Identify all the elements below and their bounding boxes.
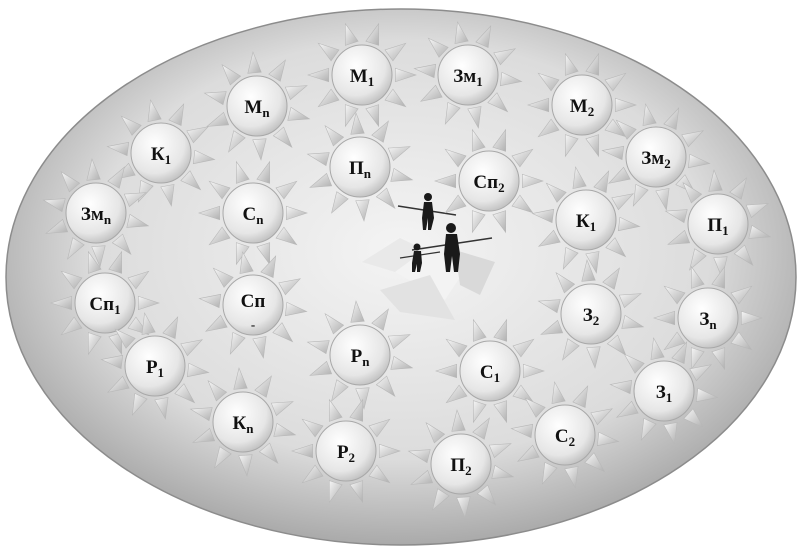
sun-label-subscript: n — [246, 421, 254, 436]
sun-label-subscript: 1 — [368, 74, 375, 89]
sun-label-base: Зм — [81, 204, 104, 225]
sun-label-base: Сп — [473, 172, 498, 193]
sun-label-base: П — [707, 215, 722, 236]
sun-label-base: З — [583, 305, 593, 326]
sun-label-base: П — [349, 158, 364, 179]
sun-label-subscript: 1 — [666, 390, 673, 405]
sun-label-base: Зм — [453, 66, 476, 87]
sun-label-base: М — [350, 66, 368, 87]
sun-label-base: К — [151, 144, 165, 165]
sun-label-base: М — [244, 97, 262, 118]
sun-label-base: Р — [146, 357, 158, 378]
sun-label-base: К — [232, 413, 246, 434]
sun-label-subscript: 1 — [158, 365, 165, 380]
sun-label-subscript: 1 — [165, 152, 172, 167]
sun-label-base: П — [450, 455, 465, 476]
sun-label-subscript: 2 — [349, 450, 356, 465]
sun-label-base: Сп — [89, 294, 114, 315]
sun-label-base: С — [480, 362, 494, 383]
sun-label-subscript: 2 — [588, 104, 595, 119]
sun-label-subscript: n — [256, 212, 264, 227]
sun-label-base: З — [699, 309, 709, 330]
sun-label-subscript: 2 — [465, 463, 472, 478]
sun-label-subscript: 1 — [494, 370, 501, 385]
sun-label-base: Сп — [241, 291, 266, 312]
sun-label-subscript: 2 — [569, 434, 576, 449]
sun-label-subscript: 1 — [590, 219, 597, 234]
sun-label-subscript: n — [104, 212, 112, 227]
sun-label-base: К — [576, 211, 590, 232]
sun-label-base: Р — [337, 442, 349, 463]
sun-label-subscript: 2 — [664, 156, 671, 171]
sun-label-base: М — [570, 96, 588, 117]
sun-label-subscript: 1 — [114, 302, 121, 317]
sun-label-base: С — [243, 204, 257, 225]
sun-label-subscript: 1 — [722, 223, 729, 238]
sun-label-subscript: 2 — [593, 313, 600, 328]
sun-label-base: З — [656, 382, 666, 403]
sun-label-subscript: n — [364, 166, 372, 181]
sun-label-subscript: 2 — [498, 180, 505, 195]
sun-label-subscript: n — [709, 317, 717, 332]
sun-label-subscript: n — [262, 105, 270, 120]
sun-label-base: С — [555, 426, 569, 447]
sun-label-base: Р — [351, 346, 363, 367]
sun-label-base: Зм — [641, 148, 664, 169]
sun-label-subscript: - — [251, 317, 255, 332]
sun-label-subscript: 1 — [476, 74, 483, 89]
outer-ellipse — [6, 9, 796, 545]
sun-label-subscript: n — [362, 354, 370, 369]
